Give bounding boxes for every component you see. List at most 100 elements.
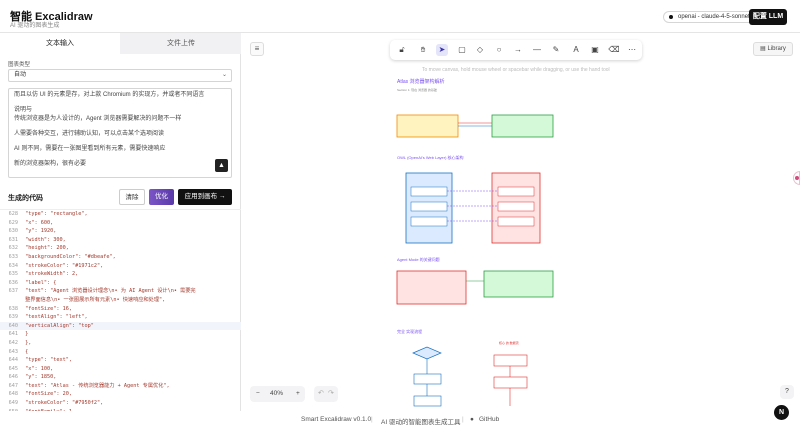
- code-text: "width": 300,: [22, 236, 66, 243]
- code-text: "y": 1920,: [22, 228, 57, 235]
- diagram-box-red: [396, 270, 467, 305]
- code-text: "strokeWidth": 2,: [22, 271, 79, 278]
- zoom-in-button[interactable]: +: [296, 390, 300, 397]
- status-dot-icon: [669, 15, 673, 19]
- diagram-step: [493, 354, 528, 367]
- code-text: "strokeColor": "#1971c2",: [22, 262, 104, 269]
- line-number: 639: [8, 314, 18, 321]
- code-line: 641 }: [0, 330, 241, 339]
- line-icon[interactable]: —: [533, 45, 541, 54]
- code-text: "textAlign": "left",: [22, 314, 88, 321]
- line-number: 634: [8, 262, 18, 269]
- code-text: "strokeColor": "#7950f2",: [22, 400, 104, 407]
- clear-button[interactable]: 清除: [119, 189, 145, 205]
- input-line: AI 则不同，需要在一张图里看到所有元素，需要快速响应: [14, 146, 166, 152]
- chart-type-select[interactable]: 自动 ⌄: [8, 69, 232, 82]
- optimize-button[interactable]: 优化: [149, 189, 174, 205]
- line-number: 629: [8, 219, 18, 226]
- github-icon: ●: [470, 416, 474, 423]
- code-text: "text": "Agent 浏览器设计理念\n• 为 AI Agent 设计\…: [22, 288, 196, 295]
- generate-icon[interactable]: ▲: [215, 159, 228, 172]
- text-icon[interactable]: A: [573, 45, 579, 54]
- code-text: "type": "text",: [22, 357, 72, 364]
- excalidraw-canvas[interactable]: ≡ 🔓︎ ✋︎ ➤ ▢ ◇ ○ → — ✎ A ▣ ⌫ ⋯ ▤ Library …: [242, 33, 800, 411]
- app-subtitle: AI 驱动的图表生成: [10, 23, 60, 29]
- line-number: 649: [8, 400, 18, 407]
- model-selector[interactable]: openai - claude-4-5-sonnet: [663, 11, 757, 23]
- left-panel: 文本输入 文件上传 图表类型 自动 ⌄ 而且以仿 UI 的元素是存，对上款 Ch…: [0, 33, 241, 411]
- code-line: 647 "text": "Atlas - 传统浏览器能力 + Agent 专属优…: [0, 382, 241, 391]
- diagram-subbox: [497, 201, 535, 212]
- code-line: 634 "strokeColor": "#1971c2",: [0, 262, 241, 271]
- image-icon[interactable]: ▣: [591, 45, 599, 54]
- selection-icon[interactable]: ➤: [436, 44, 448, 56]
- code-text: "x": 100,: [22, 365, 54, 372]
- diagram-box-green: [491, 114, 554, 138]
- diagram-drawing: Atlas 浏览器架构解析 Section 1: 现在 浏览器 的基础 OWL …: [396, 78, 554, 407]
- input-line: 新的浏览器架构，很有必要: [14, 161, 87, 167]
- code-line: 645 "x": 100,: [0, 365, 241, 374]
- code-line: 630 "y": 1920,: [0, 227, 241, 236]
- code-text: "type": "rectangle",: [22, 211, 88, 217]
- diagram-subbox: [410, 201, 448, 212]
- diamond-icon[interactable]: ◇: [476, 45, 484, 54]
- diagram-section1: Section 1: 现在 浏览器 的基础: [397, 87, 437, 92]
- diagram-note: 核心 的 数据流: [499, 340, 519, 345]
- arrow-icon[interactable]: →: [514, 45, 522, 54]
- diagram-title: Atlas 浏览器架构解析: [397, 78, 445, 85]
- line-number: 631: [8, 236, 18, 243]
- line-number: 636: [8, 279, 18, 286]
- text-input-area[interactable]: 而且以仿 UI 的元素是存，对上款 Chromium 的实现方，并或者不同语言 …: [8, 88, 232, 178]
- code-text: },: [22, 339, 32, 346]
- apply-to-canvas-button[interactable]: 应用到画布 →: [178, 189, 232, 205]
- canvas-hint: To move canvas, hold mouse wheel or spac…: [422, 67, 610, 73]
- tab-file-upload[interactable]: 文件上传: [167, 40, 195, 47]
- line-number: 646: [8, 374, 18, 381]
- line-number: 642: [8, 339, 18, 346]
- diagram-section3: Agent Mode 的关键问题: [397, 256, 440, 262]
- code-text: "fontSize": 16,: [22, 305, 72, 312]
- footer-divider: |: [371, 416, 373, 423]
- ellipse-icon[interactable]: ○: [496, 45, 502, 54]
- input-tabs: 文本输入 文件上传: [0, 33, 241, 54]
- help-icon[interactable]: ?: [780, 385, 794, 399]
- code-line: 635 "strokeWidth": 2,: [0, 270, 241, 279]
- code-text: "y": 1850,: [22, 374, 57, 381]
- library-button[interactable]: ▤ Library: [753, 42, 793, 56]
- side-handle[interactable]: [793, 171, 800, 185]
- configure-llm-button[interactable]: 配置 LLM: [749, 9, 787, 25]
- zoom-level[interactable]: 40%: [270, 390, 284, 397]
- code-line: 633 "backgroundColor": "#dbeafe",: [0, 253, 241, 262]
- menu-icon[interactable]: ≡: [250, 42, 264, 56]
- user-avatar[interactable]: N: [774, 405, 789, 420]
- more-tools-icon[interactable]: ⋯: [628, 45, 636, 54]
- page-footer: Smart Excalidraw v0.1.0 | AI 驱动的智能图表生成工具…: [0, 411, 800, 431]
- line-number: 650: [0, 408, 18, 411]
- code-editor[interactable]: 628 "type": "rectangle",629 "x": 600,630…: [0, 209, 241, 411]
- lock-icon[interactable]: 🔓︎: [399, 45, 405, 54]
- diagram-section2: OWL (OpenAI's Web Layer) 核心架构: [397, 154, 464, 160]
- undo-icon[interactable]: ↶: [318, 390, 324, 397]
- code-line: 644 "type": "text",: [0, 356, 241, 365]
- hand-icon[interactable]: ✋︎: [420, 45, 426, 54]
- code-text: "label": {: [22, 279, 57, 286]
- pencil-icon[interactable]: ✎: [552, 45, 560, 54]
- line-number: 647: [8, 382, 18, 389]
- diagram-subbox: [497, 186, 535, 197]
- zoom-out-button[interactable]: −: [256, 390, 260, 397]
- input-line: 而且以仿 UI 的元素是存，对上款 Chromium 的实现方，并或者不同语言: [14, 92, 205, 98]
- code-text: "height": 200,: [22, 245, 69, 252]
- code-line: 636 "label": {: [0, 279, 241, 288]
- rectangle-icon[interactable]: ▢: [458, 45, 466, 54]
- tab-text-input[interactable]: 文本输入: [0, 33, 120, 54]
- code-line: 628 "type": "rectangle",: [0, 210, 241, 219]
- code-line: 整界面信息\n• 一张图展示所有元素\n• 快速响应和处理",: [0, 296, 241, 305]
- eraser-icon[interactable]: ⌫: [608, 45, 620, 54]
- github-link[interactable]: GitHub: [479, 416, 500, 423]
- diagram-subbox: [410, 216, 448, 227]
- code-line: 642 },: [0, 339, 241, 348]
- redo-icon[interactable]: ↷: [328, 390, 334, 397]
- diagram-subbox: [410, 186, 448, 197]
- line-number: 637: [8, 288, 18, 295]
- input-line: 说明与: [14, 107, 33, 113]
